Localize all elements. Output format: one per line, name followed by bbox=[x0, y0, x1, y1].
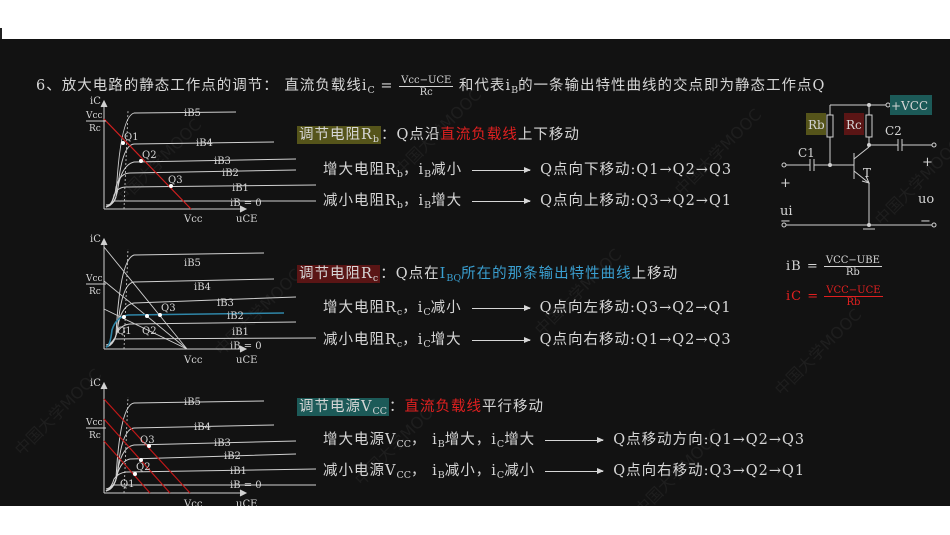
watermark: 中国大学MOOC bbox=[671, 104, 766, 200]
svg-text:uCE: uCE bbox=[236, 499, 257, 506]
output-characteristic-chart-rc: iC Vcc Rc iB5 iB4 iB3 iB2 iB1 iB = 0 Q1 … bbox=[84, 234, 317, 369]
section-rc-heading: 调节电阻Rc：Q点在IBQ所在的那条输出特性曲线上移动 bbox=[297, 265, 679, 284]
arrow-icon bbox=[471, 336, 531, 343]
svg-text:Q3: Q3 bbox=[140, 435, 155, 446]
svg-text:Vcc: Vcc bbox=[183, 499, 203, 506]
svg-text:Rc: Rc bbox=[89, 287, 101, 297]
svg-text:Q2: Q2 bbox=[142, 150, 157, 161]
svg-text:iB4: iB4 bbox=[194, 422, 211, 433]
svg-text:+VCC: +VCC bbox=[891, 99, 928, 113]
svg-text:−: − bbox=[780, 214, 791, 229]
watermark: 中国大学MOOC bbox=[531, 244, 626, 340]
svg-text:iC: iC bbox=[90, 378, 101, 389]
svg-text:iB2: iB2 bbox=[222, 168, 239, 179]
svg-text:C1: C1 bbox=[798, 146, 815, 160]
svg-text:iB = 0: iB = 0 bbox=[230, 480, 262, 491]
svg-text:Vcc: Vcc bbox=[85, 111, 103, 121]
svg-text:Vcc: Vcc bbox=[183, 355, 203, 366]
arrow-icon bbox=[471, 304, 531, 311]
svg-text:iB2: iB2 bbox=[224, 451, 241, 462]
svg-text:iB5: iB5 bbox=[184, 258, 201, 269]
svg-text:iB1: iB1 bbox=[230, 466, 247, 477]
slide: 中国大学MOOC 中国大学MOOC 中国大学MOOC 中国大学MOOC 中国大学… bbox=[0, 39, 950, 506]
svg-text:iB1: iB1 bbox=[232, 327, 249, 338]
output-characteristic-chart-vcc: iC Vcc Rc iB5 iB4 iB3 iB2 iB1 iB = 0 Q3 … bbox=[84, 378, 317, 506]
svg-text:iB3: iB3 bbox=[214, 156, 231, 167]
svg-text:Q1: Q1 bbox=[120, 479, 135, 490]
svg-text:Q3: Q3 bbox=[168, 175, 183, 186]
svg-text:iB3: iB3 bbox=[214, 438, 231, 449]
svg-text:Vcc: Vcc bbox=[85, 418, 103, 428]
amplifier-circuit-diagram: Rb Rc +VCC C2 C1 T + + ui uo − − bbox=[770, 95, 940, 259]
output-characteristic-chart-rb: iC Vcc Rc iB5 iB4 iB3 iB2 iB1 iB = 0 Q1 … bbox=[84, 96, 317, 231]
tag-adjust-rb: 调节电阻Rb bbox=[297, 126, 382, 145]
svg-text:iC: iC bbox=[90, 96, 101, 107]
svg-text:Rc: Rc bbox=[846, 118, 862, 132]
svg-text:Vcc: Vcc bbox=[85, 274, 103, 284]
tag-adjust-vcc: 调节电源VCC bbox=[297, 398, 390, 417]
svg-text:Rb: Rb bbox=[808, 118, 825, 132]
svg-text:iB = 0: iB = 0 bbox=[230, 341, 262, 352]
svg-text:iB3: iB3 bbox=[217, 298, 234, 309]
svg-text:+: + bbox=[922, 155, 933, 170]
svg-text:Q2: Q2 bbox=[136, 462, 151, 473]
svg-text:−: − bbox=[920, 214, 931, 229]
svg-text:iB = 0: iB = 0 bbox=[230, 198, 262, 209]
svg-text:iB5: iB5 bbox=[184, 397, 201, 408]
svg-text:iB5: iB5 bbox=[184, 108, 201, 119]
svg-text:uo: uo bbox=[918, 192, 934, 207]
svg-text:C2: C2 bbox=[885, 124, 902, 138]
svg-text:uCE: uCE bbox=[236, 355, 257, 366]
svg-text:ui: ui bbox=[780, 204, 793, 219]
svg-text:T: T bbox=[863, 166, 871, 180]
arrow-icon bbox=[472, 166, 532, 173]
svg-text:Rc: Rc bbox=[89, 124, 101, 134]
svg-text:Rc: Rc bbox=[89, 431, 101, 441]
svg-text:Q3: Q3 bbox=[161, 303, 176, 314]
arrow-icon bbox=[472, 197, 532, 204]
svg-text:iC: iC bbox=[90, 234, 101, 245]
section-vcc-heading: 调节电源VCC：直流负载线平行移动 bbox=[297, 398, 545, 417]
watermark: 中国大学MOOC bbox=[771, 304, 866, 400]
svg-text:+: + bbox=[780, 176, 791, 191]
svg-text:Q1: Q1 bbox=[124, 132, 139, 143]
window-edge bbox=[0, 28, 2, 40]
svg-text:uCE: uCE bbox=[236, 214, 257, 225]
svg-text:iB4: iB4 bbox=[196, 138, 213, 149]
svg-text:iB4: iB4 bbox=[194, 282, 211, 293]
svg-text:iB2: iB2 bbox=[227, 311, 244, 322]
arrow-icon bbox=[545, 467, 605, 474]
tag-adjust-rc: 调节电阻Rc bbox=[297, 265, 381, 284]
arrow-icon bbox=[545, 436, 605, 443]
svg-text:iB1: iB1 bbox=[232, 183, 249, 194]
svg-text:Q2: Q2 bbox=[142, 326, 157, 337]
svg-text:Q1: Q1 bbox=[117, 326, 132, 337]
svg-text:Vcc: Vcc bbox=[183, 214, 203, 225]
section-rb-heading: 调节电阻Rb：Q点沿直流负载线上下移动 bbox=[297, 126, 580, 145]
